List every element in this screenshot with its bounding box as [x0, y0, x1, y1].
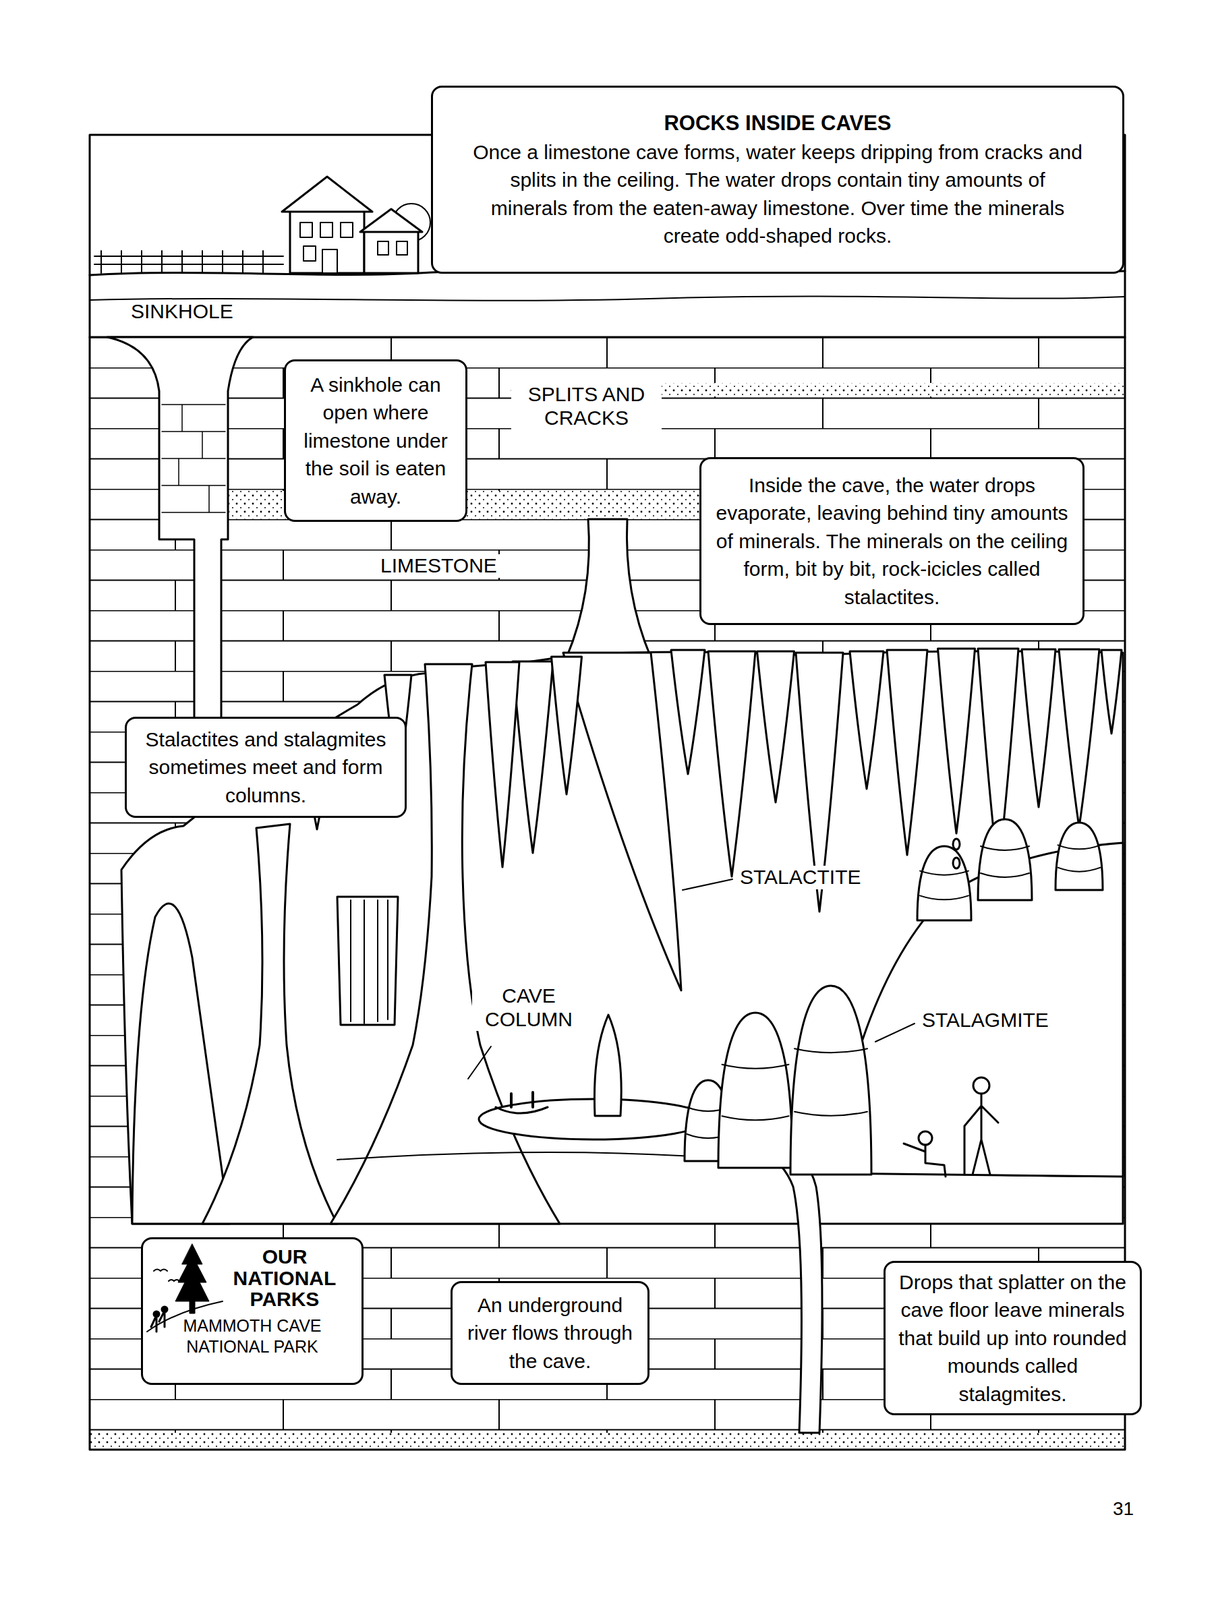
stalagmite [977, 819, 1032, 901]
stalagmite-ring [919, 895, 969, 900]
park-badge: OUR NATIONAL PARKSMAMMOTH CAVE NATIONAL … [140, 1237, 364, 1386]
fence [94, 250, 284, 274]
stalactite [757, 651, 795, 803]
frame [89, 134, 1125, 1451]
stalactite [849, 651, 884, 790]
part-label: SINKHOLE [128, 300, 237, 324]
stalagmite-ring [722, 1064, 790, 1069]
body-text: Drops that splatter on the cave floor le… [894, 1268, 1131, 1409]
stalagmite [718, 1013, 793, 1169]
rock-ledge [829, 843, 1123, 1177]
pine-tree [175, 1244, 210, 1314]
part-label: SPLITS AND CRACKS [511, 383, 662, 430]
body-text: A sinkhole can open where limestone unde… [295, 370, 456, 511]
part-label: CAVE COLUMN [472, 984, 586, 1032]
callout-box: An underground river flows through the c… [450, 1281, 650, 1386]
stalagmite-ring [1058, 845, 1101, 850]
water-drop [952, 857, 960, 869]
birds [153, 1269, 180, 1283]
stalagmite-ring [794, 1048, 868, 1053]
soil-line [89, 296, 1125, 301]
water-drop [952, 839, 960, 850]
drapery-folds [350, 900, 388, 1024]
house [281, 176, 423, 274]
sinkhole [107, 337, 253, 719]
pool-stalagmite [594, 1015, 622, 1117]
stalactite [1058, 649, 1100, 828]
stalagmite-ring [794, 1112, 868, 1117]
body-text: MAMMOTH CAVE NATIONAL PARK [149, 1315, 355, 1359]
hiker-head [161, 1307, 168, 1313]
heading-text: ROCKS INSIDE CAVES [442, 109, 1113, 139]
stalagmite [1055, 822, 1103, 891]
badge-ground [142, 1238, 363, 1384]
stalactite [671, 650, 705, 775]
pool [478, 1099, 709, 1140]
stalagmite-ring [722, 1116, 790, 1121]
stalagmite-ring [980, 846, 1030, 851]
callout-box: Stalactites and stalagmites sometimes me… [124, 716, 407, 819]
part-label: STALAGMITE [919, 1008, 1052, 1033]
body-text: Stalactites and stalagmites sometimes me… [136, 725, 396, 810]
leader-line [468, 1046, 491, 1080]
boaters [511, 1092, 533, 1108]
title-box: ROCKS INSIDE CAVESOnce a limestone cave … [430, 85, 1125, 274]
body-text: Inside the cave, the water drops evapora… [710, 471, 1074, 612]
stalactite [563, 652, 682, 991]
stalactite [886, 650, 928, 856]
hiker-head [153, 1311, 160, 1318]
leader-line [682, 879, 733, 891]
bottom-layer [89, 1433, 1125, 1451]
stalagmite-ring [980, 873, 1030, 878]
body-text: An underground river flows through the c… [461, 1291, 639, 1376]
stalagmite [917, 846, 972, 921]
stalactite [708, 651, 756, 877]
stalactite [512, 661, 554, 854]
sinkhole-texture [161, 404, 226, 513]
stalactite [1101, 650, 1122, 734]
callout-box: Drops that splatter on the cave floor le… [883, 1261, 1142, 1416]
boat [495, 1107, 548, 1114]
callout-box: Inside the cave, the water drops evapora… [699, 457, 1085, 626]
part-label: LIMESTONE [377, 554, 500, 578]
heading-text: OUR NATIONAL PARKS [220, 1246, 349, 1311]
callout-box: A sinkhole can open where limestone unde… [283, 359, 468, 523]
stalactite [1021, 649, 1056, 808]
drapery [337, 897, 398, 1026]
stalagmite-ring [919, 871, 969, 876]
cave [121, 651, 1123, 1225]
visitors [903, 1077, 999, 1177]
stalactite [551, 656, 583, 795]
column [202, 824, 338, 1225]
body-text: Once a limestone cave forms, water keeps… [442, 138, 1113, 251]
part-label: STALACTITE [737, 865, 864, 890]
stalagmite-ring [1058, 868, 1101, 873]
stalactite [485, 662, 520, 868]
page-number: 31 [1110, 1498, 1137, 1521]
leader-line [875, 1023, 915, 1043]
flowstone [132, 903, 230, 1225]
stalactite [938, 648, 976, 834]
drip-channel [566, 519, 651, 658]
stalagmite [790, 986, 872, 1175]
